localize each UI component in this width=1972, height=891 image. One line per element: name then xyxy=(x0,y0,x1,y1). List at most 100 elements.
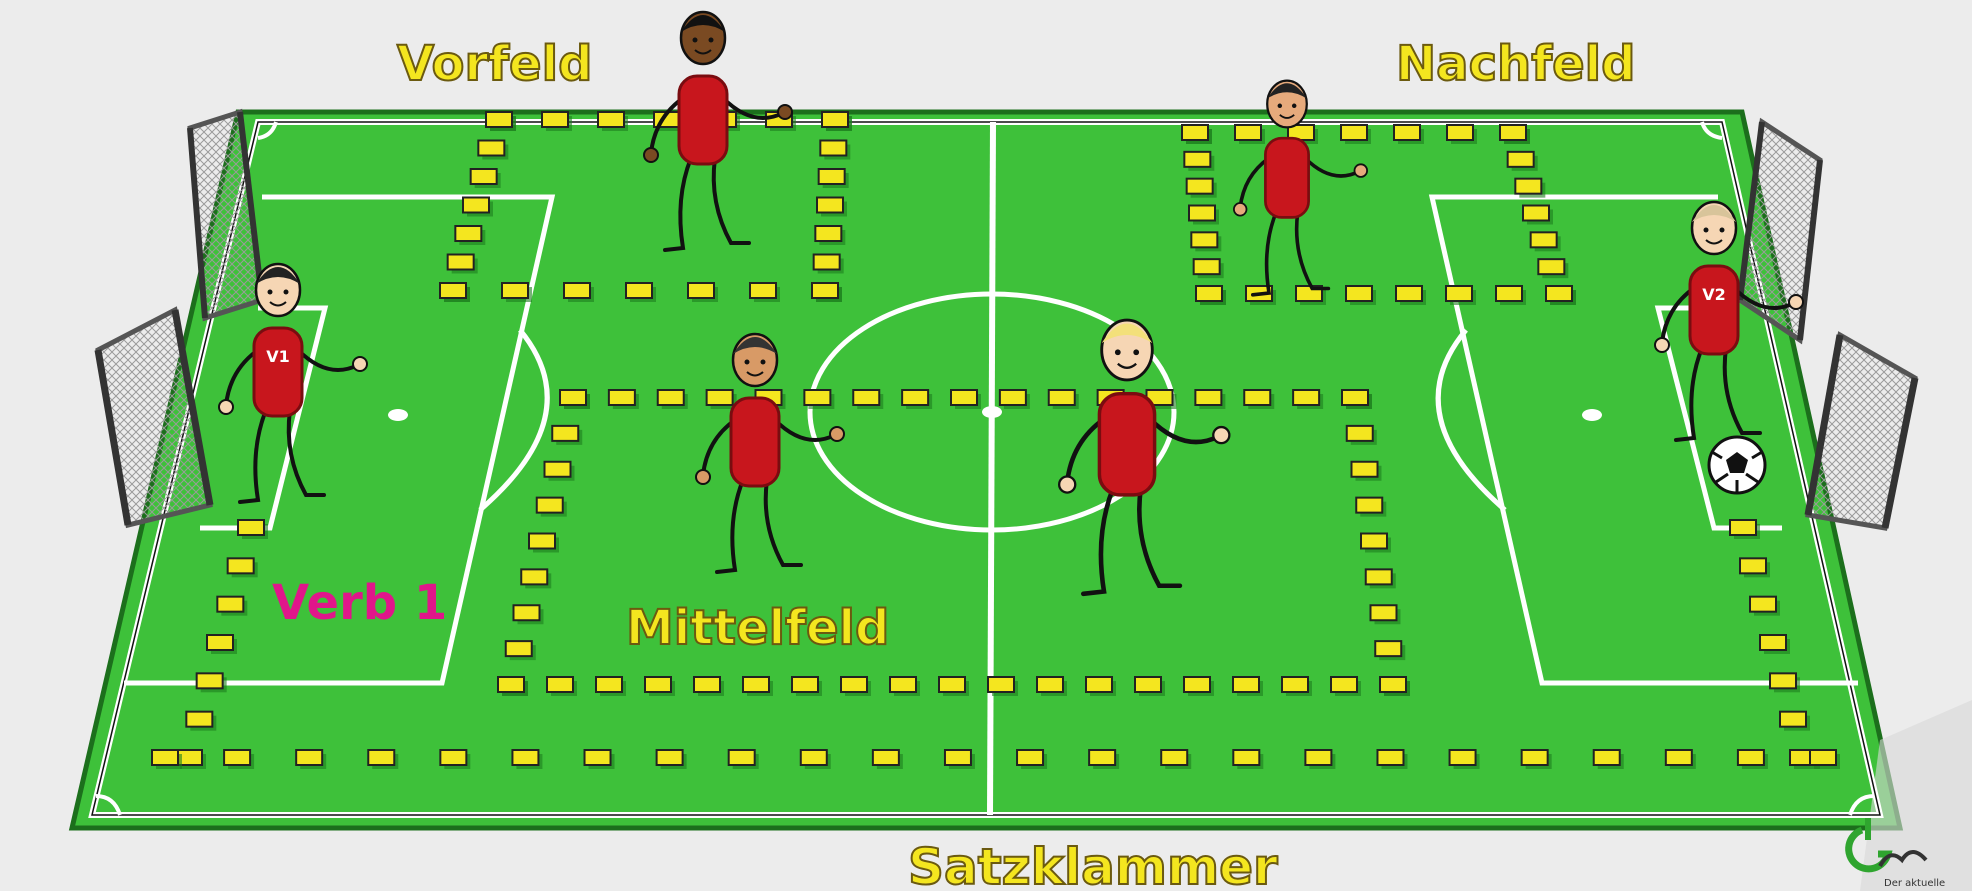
field-marker xyxy=(152,750,182,769)
field-marker xyxy=(1546,286,1576,305)
field-marker xyxy=(1738,750,1768,769)
label-verb1: Verb 1 xyxy=(272,575,447,631)
field-marker xyxy=(560,390,590,409)
field-marker xyxy=(1037,677,1067,696)
field-marker xyxy=(1089,750,1119,769)
soccer-ball-icon xyxy=(1709,437,1765,493)
field-marker xyxy=(1187,179,1217,198)
field-marker xyxy=(486,112,516,131)
field-marker xyxy=(890,677,920,696)
field-marker xyxy=(1740,558,1770,577)
field-marker xyxy=(547,677,577,696)
field-marker xyxy=(1341,125,1371,144)
field-marker xyxy=(1508,152,1538,171)
field-marker xyxy=(658,390,688,409)
field-marker xyxy=(645,677,675,696)
field-marker xyxy=(1522,750,1552,769)
field-marker xyxy=(440,750,470,769)
field-marker xyxy=(1233,677,1263,696)
field-marker xyxy=(1361,534,1391,553)
field-marker xyxy=(455,226,485,245)
field-marker xyxy=(529,534,559,553)
field-marker xyxy=(1352,462,1382,481)
field-marker xyxy=(1086,677,1116,696)
field-marker xyxy=(186,712,216,731)
field-marker xyxy=(512,750,542,769)
field-marker xyxy=(1184,152,1214,171)
field-marker xyxy=(1342,390,1372,409)
field-marker xyxy=(873,750,903,769)
field-marker xyxy=(750,283,780,302)
field-marker xyxy=(368,750,398,769)
field-marker xyxy=(819,169,849,188)
label-vorfeld: Vorfeld xyxy=(397,36,592,92)
field-marker xyxy=(598,112,628,131)
field-marker xyxy=(537,498,567,517)
field-marker xyxy=(820,141,850,160)
pitch-surface xyxy=(72,112,1900,828)
field-marker xyxy=(545,462,575,481)
field-marker xyxy=(1371,605,1401,624)
field-marker xyxy=(1191,232,1221,251)
field-marker xyxy=(1375,641,1405,660)
field-marker xyxy=(596,677,626,696)
field-marker xyxy=(552,426,582,445)
field-marker xyxy=(688,283,718,302)
field-marker xyxy=(817,198,847,217)
field-marker xyxy=(853,390,883,409)
field-marker xyxy=(1366,569,1396,588)
field-marker xyxy=(197,673,227,692)
field-marker xyxy=(1305,750,1335,769)
field-marker xyxy=(1377,750,1407,769)
field-marker xyxy=(1810,750,1840,769)
halfway-line xyxy=(990,122,993,815)
field-marker xyxy=(1244,390,1274,409)
left-penalty-spot xyxy=(388,409,408,421)
field-marker xyxy=(1447,125,1477,144)
label-mittelfeld: Mittelfeld xyxy=(626,600,889,656)
field-marker xyxy=(1346,286,1376,305)
v2-jersey-label: V2 xyxy=(1702,285,1726,304)
field-marker xyxy=(296,750,326,769)
field-marker xyxy=(814,255,844,274)
field-marker xyxy=(585,750,615,769)
field-marker xyxy=(1730,520,1760,539)
field-marker xyxy=(207,635,237,654)
field-marker xyxy=(1196,286,1226,305)
field-marker xyxy=(1282,677,1312,696)
field-marker xyxy=(951,390,981,409)
field-marker xyxy=(815,226,845,245)
field-marker xyxy=(1194,259,1224,278)
field-marker xyxy=(1184,677,1214,696)
field-marker xyxy=(1666,750,1696,769)
field-marker xyxy=(1347,426,1377,445)
field-marker xyxy=(1515,179,1545,198)
field-marker xyxy=(1182,125,1212,144)
field-marker xyxy=(694,677,724,696)
field-marker xyxy=(1049,390,1079,409)
field-marker xyxy=(514,605,544,624)
field-marker xyxy=(1356,498,1386,517)
field-marker xyxy=(812,283,842,302)
field-marker xyxy=(1496,286,1526,305)
field-marker xyxy=(1594,750,1624,769)
field-marker xyxy=(1189,206,1219,225)
field-marker xyxy=(801,750,831,769)
field-marker xyxy=(657,750,687,769)
field-marker xyxy=(1760,635,1790,654)
field-marker xyxy=(1293,390,1323,409)
field-marker xyxy=(804,390,834,409)
right-penalty-spot xyxy=(1582,409,1602,421)
field-marker xyxy=(626,283,656,302)
field-marker xyxy=(1780,712,1810,731)
field-marker xyxy=(1500,125,1530,144)
field-marker xyxy=(1538,259,1568,278)
field-marker xyxy=(822,112,852,131)
field-marker xyxy=(1331,677,1361,696)
field-marker xyxy=(792,677,822,696)
field-marker xyxy=(478,141,508,160)
goal-net-icon xyxy=(1808,335,1915,528)
field-marker xyxy=(1450,750,1480,769)
field-marker xyxy=(502,283,532,302)
